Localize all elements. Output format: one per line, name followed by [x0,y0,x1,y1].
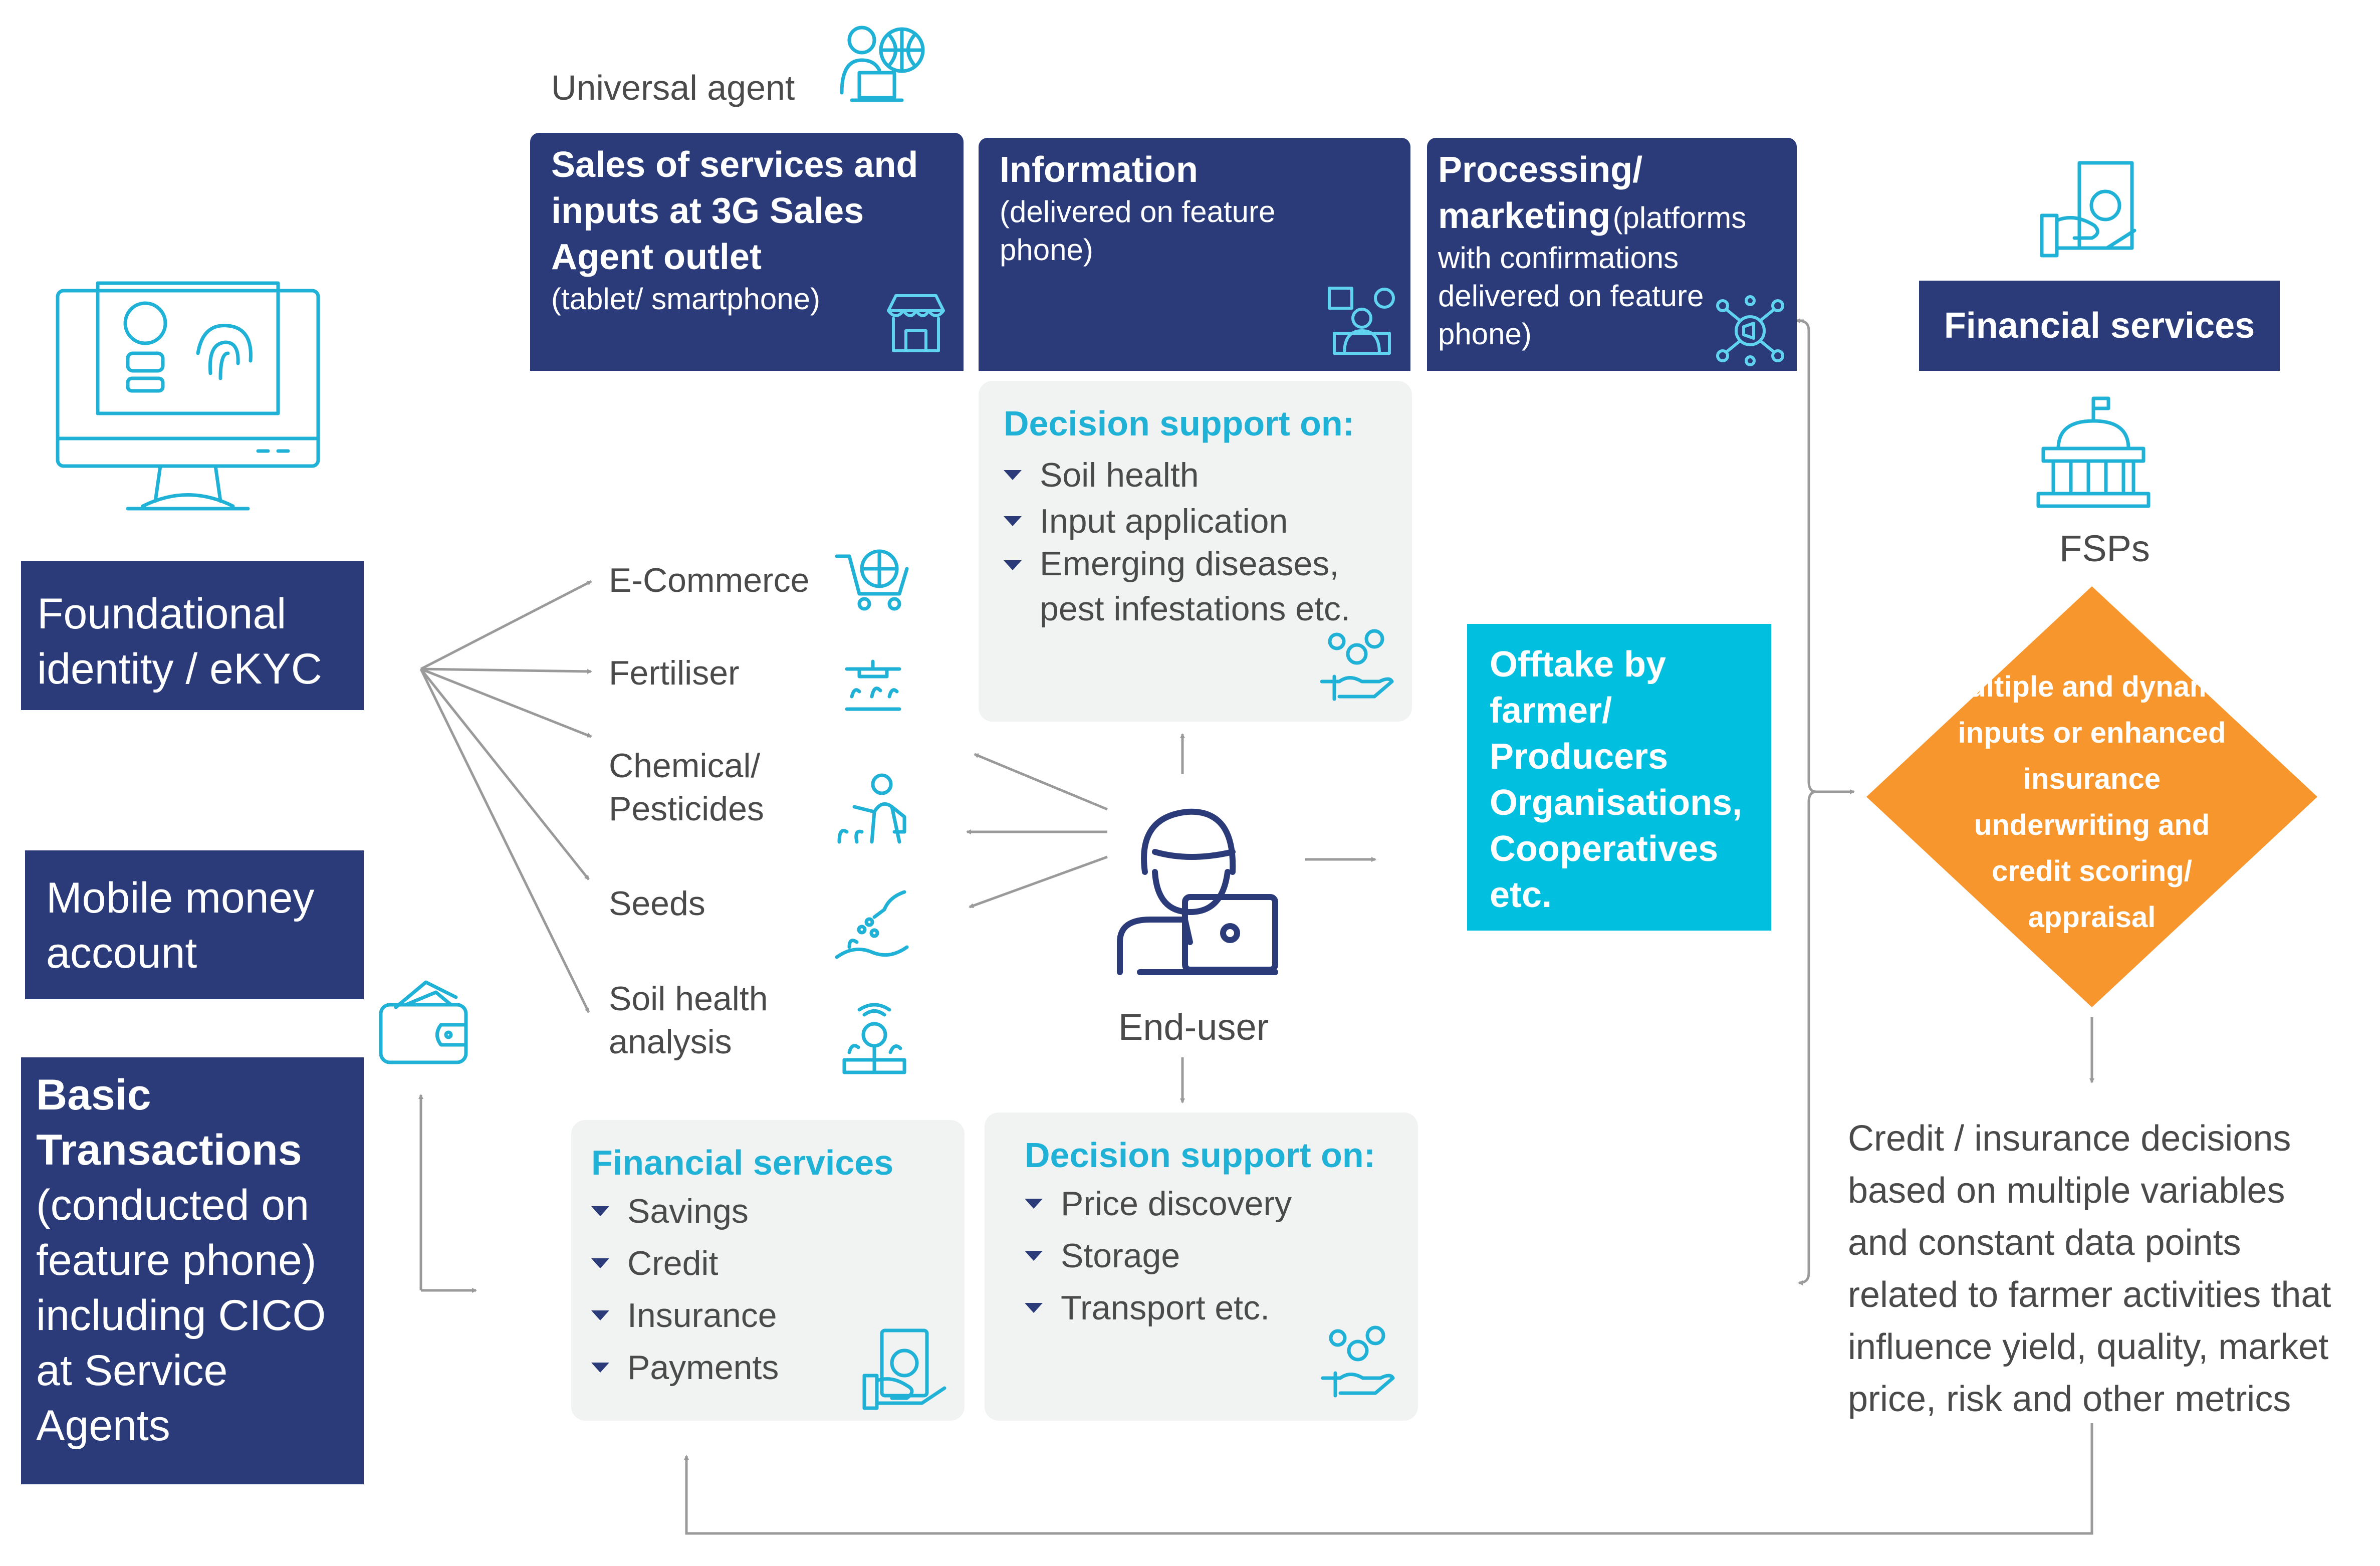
end-user-label: End-user [1118,1006,1269,1048]
financial-card-item: Credit [591,1237,944,1289]
bullet-marker-icon [1004,516,1022,526]
financial-services-card: Financial services Savings Credit Insura… [571,1120,965,1421]
mobile-money-label: Mobile money account [46,874,315,977]
basic-transactions-title: Basic Transactions [36,1071,302,1174]
processing-title: Processing/ marketing [1438,150,1643,236]
processing-box: Processing/ marketing (platforms with co… [1427,138,1797,371]
bullet-marker-icon [1004,470,1022,480]
decision-support-bottom-card: Decision support on: Price discovery Sto… [985,1112,1418,1421]
arrow-to-fertiliser [420,667,592,674]
bullet-marker-icon [1025,1303,1043,1313]
seed-sowing-icon [834,887,909,962]
decision-bottom-item: Storage [1025,1230,1378,1282]
fsps-label: FSPs [2059,528,2150,569]
offtake-box: Offtake by farmer/ Producers Organisatio… [1467,624,1771,931]
identity-box: Foundational identity / eKYC [21,561,364,710]
arrow-bracket-down [1798,790,1834,1285]
information-box: Information (delivered on feature phone) [979,138,1410,371]
universal-agent-label: Universal agent [551,68,795,107]
mobile-money-box: Mobile money account [25,850,364,999]
arrow-to-chemicals [420,667,592,738]
input-ecommerce: E-Commerce [609,561,810,599]
input-fertiliser: Fertiliser [609,654,740,692]
processing-text: Processing/ marketing (platforms with co… [1438,147,1769,353]
agent-globe-icon [832,18,932,113]
credit-decisions-text: Credit / insurance decisions based on mu… [1848,1118,2331,1419]
end-user-laptop-icon [1110,797,1280,977]
bullet-marker-icon [1025,1251,1043,1261]
arrow-bottom-loop [684,1423,2093,1535]
financial-services-header-label: Financial services [1944,306,2255,346]
financial-card-item: Insurance [591,1289,944,1341]
identity-label: Foundational identity / eKYC [37,590,322,693]
sales-title: Sales of services and inputs at 3G Sales… [551,145,918,277]
bullet-marker-icon [591,1310,609,1320]
processing-subtitle: (platforms with confirmations delivered … [1438,201,1747,351]
financial-card-title: Financial services [591,1143,894,1182]
cart-globe-icon [834,546,909,611]
input-chemicals: Chemical/ Pesticides [609,747,764,828]
input-seeds: Seeds [609,884,705,923]
basic-transactions-body: (conducted on feature phone) including C… [36,1181,326,1450]
bullet-marker-icon [591,1206,609,1216]
diamond-shape [1866,586,2317,1007]
arrow-to-seeds [420,668,590,880]
bullet-marker-icon [591,1258,609,1268]
decision-support-top-card: Decision support on: Soil health Input a… [979,381,1412,722]
decision-top-item: Emerging diseases, pest infestations etc… [1004,541,1387,631]
sales-box: Sales of services and inputs at 3G Sales… [530,133,964,371]
offtake-text: Offtake by farmer/ Producers Organisatio… [1490,644,1743,915]
decision-bottom-title: Decision support on: [1025,1136,1375,1175]
wallet-money-icon [376,972,471,1067]
hand-money-icon [862,1325,952,1411]
diamond-text: Multiple and dynamic inputs or enhanced … [1944,670,2240,934]
input-soil-health: Soil health analysis [609,980,768,1061]
soil-sensor-icon [839,1002,909,1077]
hand-gears-icon [1320,1323,1395,1398]
bullet-marker-icon [591,1363,609,1373]
computer-fingerprint-icon [53,278,323,526]
decision-top-item: Soil health [1004,449,1387,501]
arrow-to-chemical-row [974,753,1108,811]
bullet-marker-icon [1025,1199,1043,1209]
sprayer-person-icon [834,772,912,847]
basic-transactions-box: Basic Transactions (conducted on feature… [21,1057,364,1484]
financial-card-item: Savings [591,1185,944,1237]
decision-bottom-item: Transport etc. [1025,1282,1378,1334]
bullet-marker-icon [1004,560,1022,570]
arrow-to-ecommerce [420,580,592,670]
shop-icon [883,291,948,356]
arrow-to-soil [419,668,590,1013]
hand-gears-icon [1319,626,1394,702]
financial-card-item: Payments [591,1341,944,1394]
bank-building-icon [2033,393,2154,514]
network-megaphone-icon [1713,295,1788,366]
arrow-to-seeds-row [969,855,1108,909]
decision-top-title: Decision support on: [1004,404,1354,443]
arrow-bracket-up [1798,318,1834,793]
decision-bottom-item: Price discovery [1025,1178,1378,1230]
information-subtitle: (delivered on feature phone) [1000,195,1276,267]
information-title: Information [1000,150,1198,190]
hand-cash-icon [2039,158,2139,258]
farmer-info-icon [1324,283,1399,358]
sales-subtitle: (tablet/ smartphone) [551,282,820,316]
drone-plants-icon [844,656,902,717]
decision-top-item: Input application [1004,495,1387,547]
financial-services-header-box: Financial services [1919,281,2280,371]
